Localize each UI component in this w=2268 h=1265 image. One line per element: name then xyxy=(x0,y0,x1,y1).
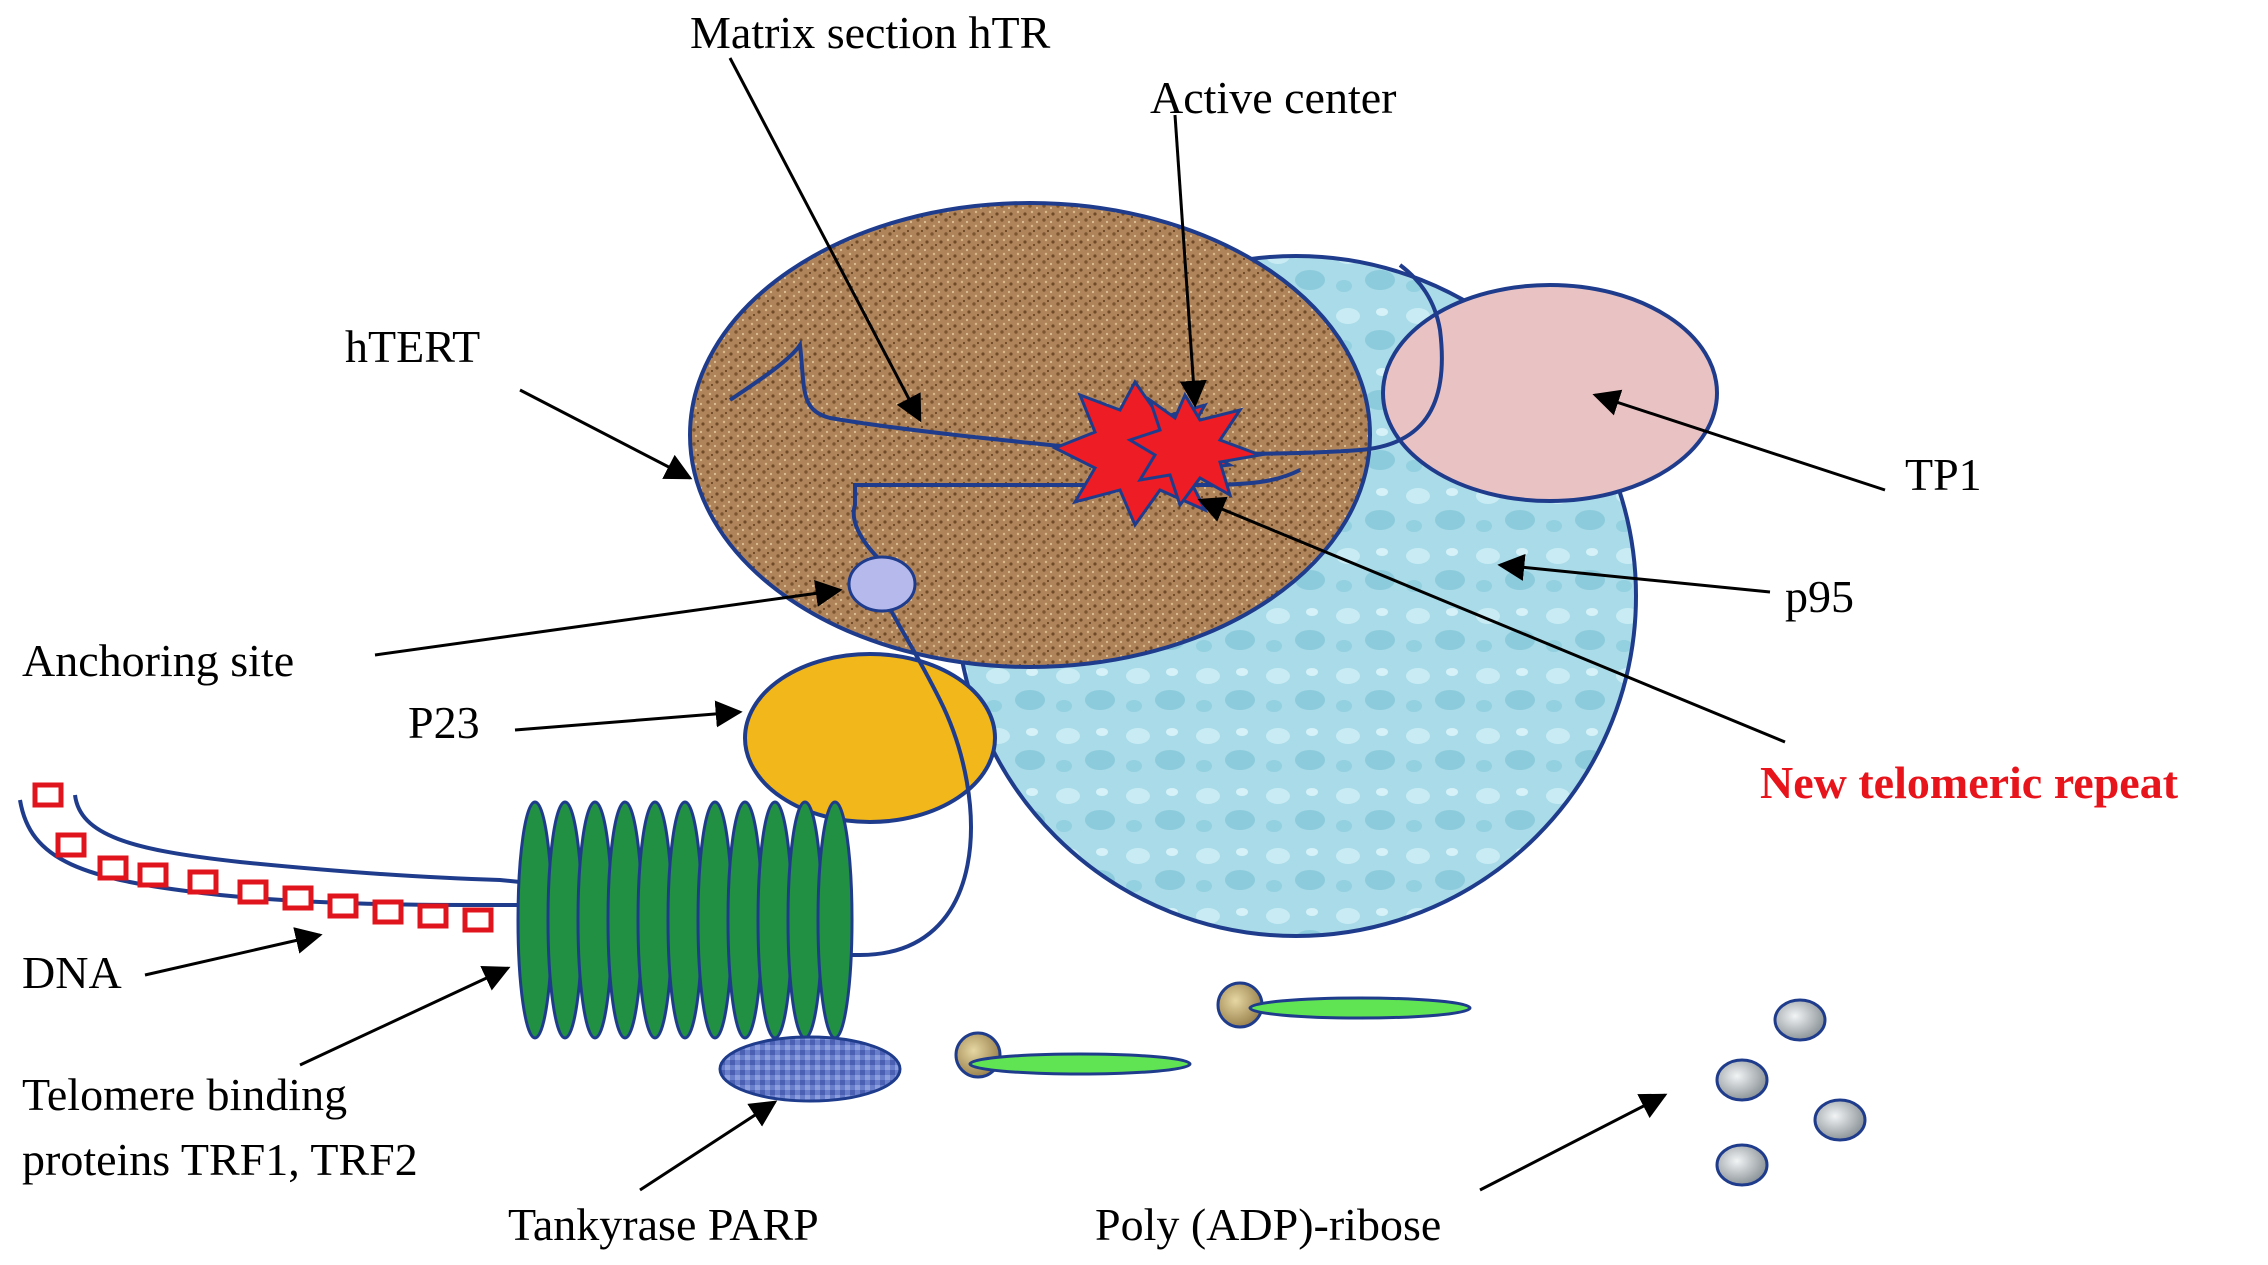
label-p23: P23 xyxy=(408,697,480,748)
arrow-poly-adp xyxy=(1479,1093,1668,1192)
dna-inner-loop xyxy=(851,468,1301,562)
poly-adp-ribose-beads xyxy=(1715,998,1867,1187)
free-chain xyxy=(1248,996,1472,1020)
label-p95: p95 xyxy=(1785,571,1854,622)
label-dna: DNA xyxy=(22,947,122,998)
label-active-center: Active center xyxy=(1150,72,1396,123)
dna-strand-upper xyxy=(18,799,520,907)
label-htert: hTERT xyxy=(345,321,480,372)
anchoring-site xyxy=(847,555,917,613)
dna-strand-lower xyxy=(73,794,521,884)
telomeric-repeat-squares xyxy=(32,782,494,933)
tankyrase-chain xyxy=(968,1052,1192,1076)
arrow-dna xyxy=(144,927,323,977)
label-trf-line1: Telomere binding xyxy=(22,1069,347,1120)
label-tp1: TP1 xyxy=(1905,449,1982,500)
p23-protein xyxy=(743,652,997,824)
label-trf-line2: proteins TRF1, TRF2 xyxy=(22,1134,418,1185)
arrow-htert xyxy=(519,388,693,480)
arrow-tp1 xyxy=(1592,389,1886,492)
arrow-active-center xyxy=(1173,114,1207,408)
arrow-p95 xyxy=(1497,553,1771,594)
arrow-trf xyxy=(299,966,511,1067)
label-matrix-section: Matrix section hTR xyxy=(690,7,1051,58)
arrow-anchoring xyxy=(374,579,843,657)
arrow-new-repeat xyxy=(1197,496,1786,744)
tp1-protein xyxy=(1381,283,1719,503)
trf-proteins xyxy=(516,800,854,1040)
htert-protein xyxy=(688,201,1372,669)
arrow-matrix-section xyxy=(728,57,922,423)
arrow-p23 xyxy=(514,700,743,732)
label-poly-adp: Poly (ADP)-ribose xyxy=(1095,1199,1441,1250)
label-anchoring-site: Anchoring site xyxy=(22,635,294,686)
arrow-tankyrase xyxy=(639,1100,778,1192)
active-center-star xyxy=(1051,379,1266,529)
label-new-telomeric-repeat: New telomeric repeat xyxy=(1760,757,2179,808)
label-tankyrase: Tankyrase PARP xyxy=(508,1199,819,1250)
tankyrase-parp xyxy=(718,1035,902,1103)
